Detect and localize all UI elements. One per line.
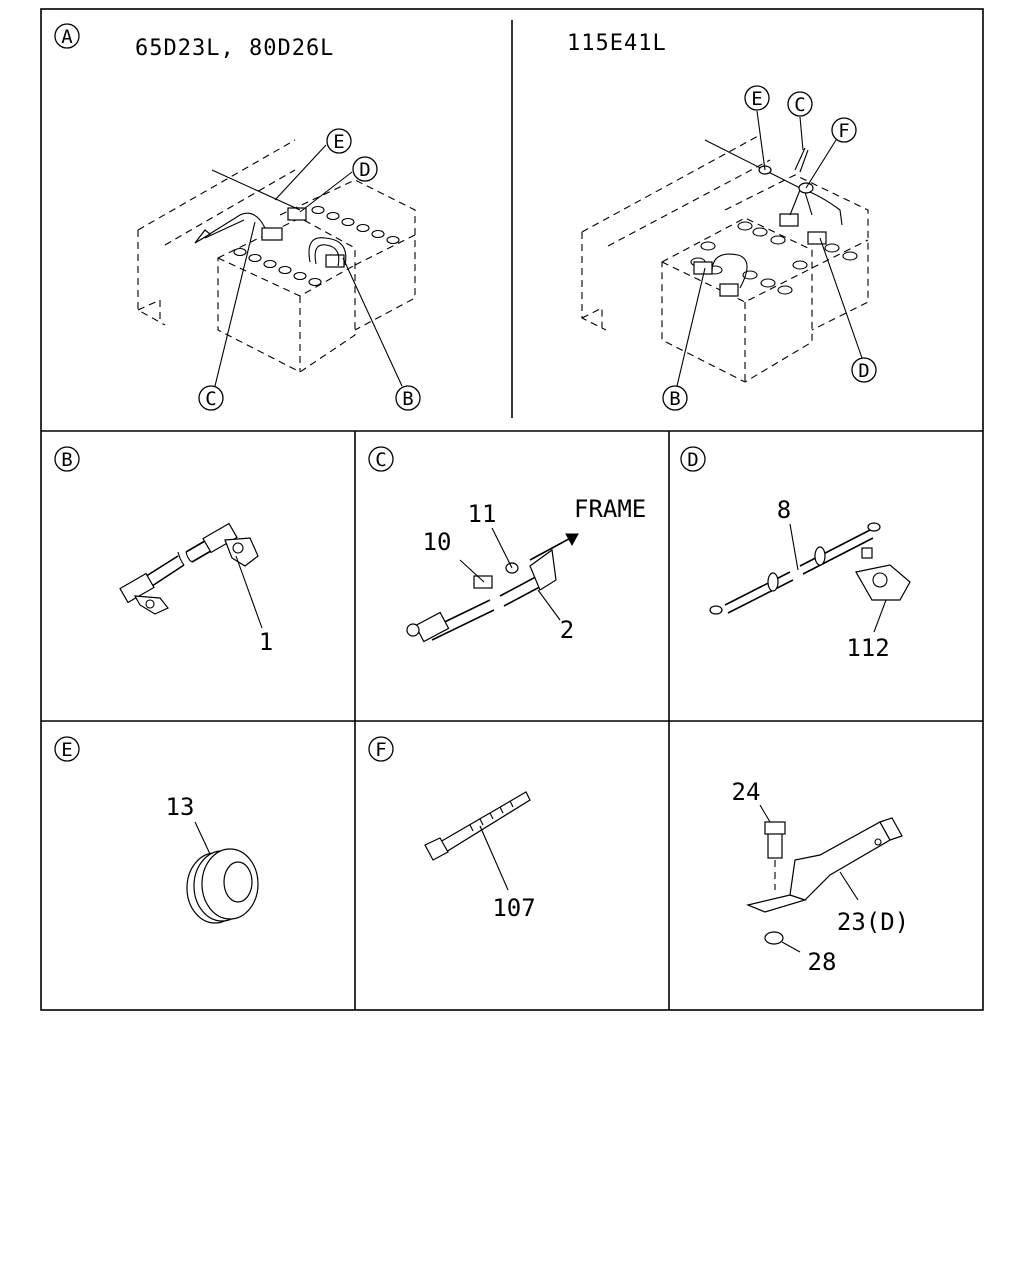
leader-24	[759, 804, 771, 823]
panel-e: E 13	[54, 736, 259, 924]
svg-text:F: F	[838, 120, 849, 142]
frame-arrow	[529, 533, 579, 561]
callout-e-left: E	[326, 128, 352, 154]
leader-8	[789, 523, 799, 571]
callout-f-right: F	[831, 117, 857, 143]
part-number-11: 11	[468, 500, 497, 528]
svg-text:F: F	[375, 739, 386, 761]
svg-text:D: D	[858, 360, 869, 382]
svg-text:A: A	[61, 26, 73, 48]
svg-text:D: D	[359, 159, 370, 181]
callout-e-right: E	[744, 85, 770, 111]
leader-107	[479, 825, 509, 891]
part-number-2: 2	[560, 616, 574, 644]
battery-assembly-left	[137, 139, 416, 387]
panel-a: A 65D23L, 80D26L 115E41L	[54, 23, 877, 411]
callout-d-left: D	[352, 156, 378, 182]
svg-text:C: C	[375, 449, 386, 471]
leader-11	[491, 527, 513, 569]
leader-28	[781, 941, 801, 953]
part-number-10: 10	[423, 528, 452, 556]
part-number-112: 112	[846, 634, 889, 662]
svg-text:E: E	[751, 88, 762, 110]
callout-b-left: B	[395, 385, 421, 411]
panel-bracket: 24 23(D) 28	[732, 778, 910, 976]
leader-1	[235, 555, 263, 629]
part-number-8: 8	[777, 496, 791, 524]
svg-text:B: B	[402, 388, 413, 410]
leader-10	[459, 559, 485, 583]
panel-f-letter: F	[368, 736, 394, 762]
svg-text:D: D	[687, 449, 698, 471]
callout-d-right: D	[851, 357, 877, 383]
part-number-1: 1	[259, 628, 273, 656]
svg-text:B: B	[669, 388, 680, 410]
panel-c: C FRAME 11 10 2	[368, 446, 646, 644]
panel-b-letter: B	[54, 446, 80, 472]
part-number-28: 28	[808, 948, 837, 976]
panel-b: B 1	[54, 446, 273, 656]
frame-direction-label: FRAME	[574, 495, 646, 523]
panel-d-letter: D	[680, 446, 706, 472]
svg-text:C: C	[205, 388, 216, 410]
panel-f: F 107	[368, 736, 536, 922]
callout-c-right: C	[787, 91, 813, 117]
panel-c-letter: C	[368, 446, 394, 472]
battery-assembly-right	[581, 110, 869, 387]
svg-text:B: B	[61, 449, 72, 471]
model-label-right: 115E41L	[567, 31, 667, 56]
model-label-left: 65D23L, 80D26L	[135, 36, 334, 61]
part-number-107: 107	[492, 894, 535, 922]
panel-d: D 8 112	[680, 446, 911, 662]
grid-frame	[40, 8, 984, 1011]
leader-23	[839, 871, 859, 901]
callout-c-left: C	[198, 385, 224, 411]
leader-112	[873, 599, 887, 633]
part-number-23-d: 23(D)	[837, 908, 909, 936]
part-number-13: 13	[166, 793, 195, 821]
part-number-24: 24	[732, 778, 761, 806]
panel-a-letter: A	[54, 23, 80, 49]
ground-cable-illustration	[406, 548, 557, 643]
grommet-illustration	[186, 848, 259, 924]
callout-b-right: B	[662, 385, 688, 411]
bracket-illustration	[746, 817, 903, 945]
svg-text:E: E	[333, 131, 344, 153]
leader-2	[537, 589, 561, 621]
svg-text:C: C	[794, 94, 805, 116]
positive-cable-illustration	[709, 522, 911, 615]
leader-13	[194, 821, 211, 855]
battery-cable-illustration	[119, 522, 259, 615]
svg-text:E: E	[61, 739, 72, 761]
cable-tie-illustration	[424, 791, 531, 861]
panel-e-letter: E	[54, 736, 80, 762]
